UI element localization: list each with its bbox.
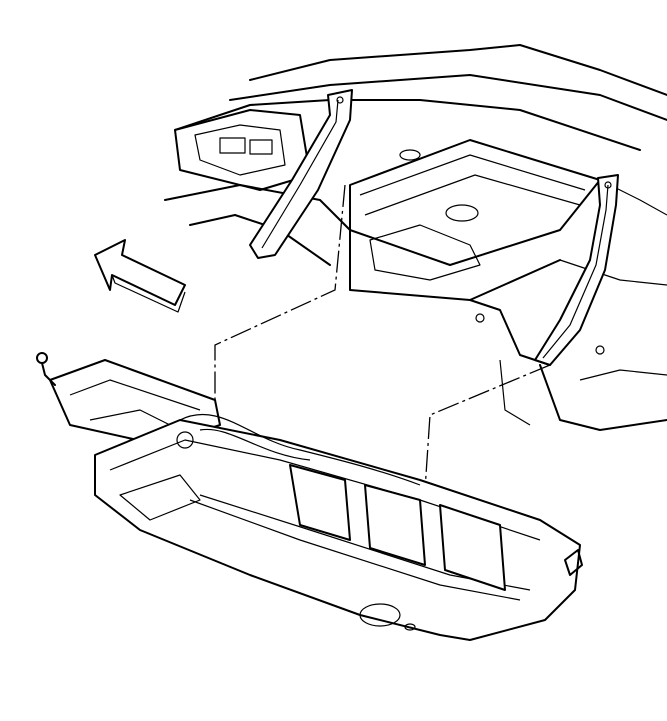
alignment-leader-lines <box>214 184 551 491</box>
tank-saddle-1 <box>289 464 351 541</box>
fuel-tank-strap-front <box>249 89 353 259</box>
front-direction-arrow-icon <box>94 239 186 313</box>
tank-saddle-3 <box>439 504 506 591</box>
tank-saddle-2 <box>364 484 426 566</box>
vehicle-frame-underbody <box>164 44 667 431</box>
fuel-tank <box>94 414 583 641</box>
tank-sump <box>359 603 401 627</box>
